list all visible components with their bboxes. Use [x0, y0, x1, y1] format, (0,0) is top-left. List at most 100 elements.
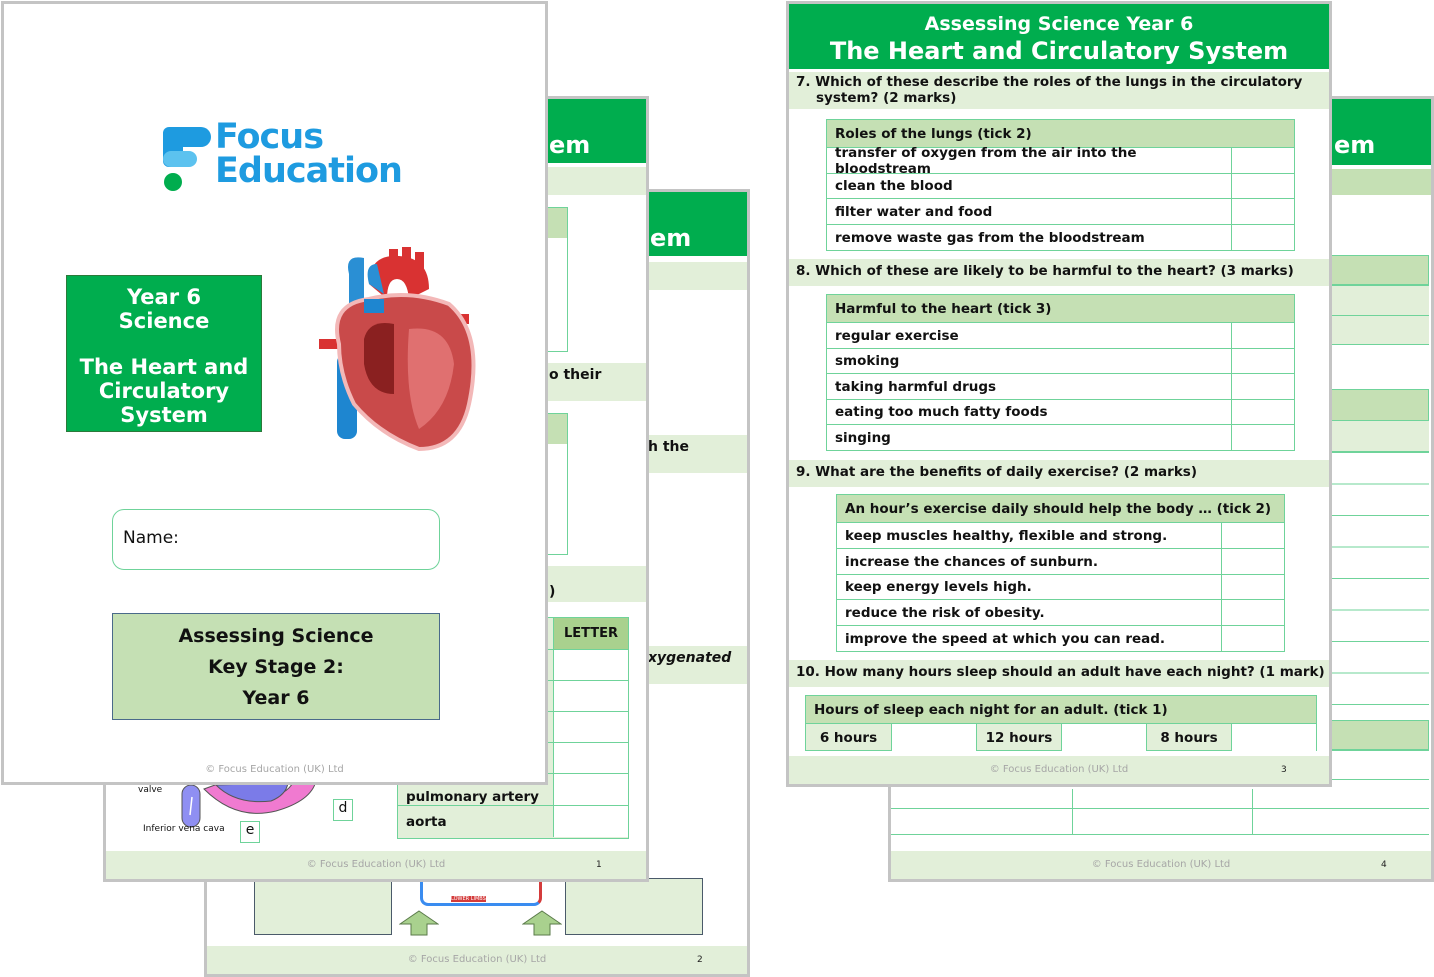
option-text: filter water and food: [835, 203, 993, 220]
spacer: [67, 333, 261, 355]
tick-box[interactable]: [1231, 724, 1316, 751]
table-row: pulmonary artery: [398, 774, 628, 806]
table-row: clean the blood: [827, 174, 1294, 199]
question-10: 10. How many hours sleep should an adult…: [789, 660, 1329, 687]
header-title: The Heart and Circulatory System: [829, 37, 1289, 65]
tick-box[interactable]: [1231, 374, 1294, 399]
tick-box[interactable]: [1221, 626, 1284, 651]
assess-line: Assessing Science: [178, 625, 374, 647]
tick-box[interactable]: [1231, 225, 1294, 250]
diagram-label: Inferior vena cava: [143, 824, 225, 834]
name-field[interactable]: Name:: [112, 509, 440, 570]
letter-input[interactable]: [553, 650, 628, 680]
tick-box[interactable]: [1061, 724, 1146, 751]
table-row: transfer of oxygen from the air into the…: [827, 144, 1294, 177]
page-number: 3: [1281, 765, 1287, 775]
option-text: singing: [835, 429, 891, 446]
cover-title-line: System: [120, 403, 208, 427]
question-fragment: h the: [648, 439, 689, 455]
heart-diagram: [181, 781, 317, 828]
cover-title-line: Circulatory: [98, 379, 230, 403]
table-divider: [1252, 789, 1253, 835]
label-box-d: d: [333, 799, 353, 821]
option-label: 8 hours: [1146, 724, 1231, 751]
table-header: Harmful to the heart (tick 3): [827, 295, 1294, 323]
brand-line: Focus: [215, 117, 324, 157]
copyright-text: © Focus Education (UK) Ltd: [1091, 859, 1231, 870]
tick-box[interactable]: [1221, 600, 1284, 625]
letter-column-header: LETTER: [553, 618, 628, 649]
option-text: smoking: [835, 353, 900, 369]
question-fragment: ): [549, 584, 556, 600]
table-row: regular exercise: [827, 323, 1294, 349]
header-fragment: em: [1334, 131, 1376, 159]
letter-input[interactable]: [553, 712, 628, 742]
option-text: keep energy levels high.: [845, 579, 1032, 595]
cover-title-line: The Heart and: [79, 355, 249, 379]
tick-box[interactable]: [1221, 549, 1284, 574]
q9-table: An hour’s exercise daily should help the…: [836, 494, 1285, 652]
letter-input[interactable]: [553, 806, 628, 837]
letter-input[interactable]: [553, 743, 628, 773]
tick-box[interactable]: [1221, 575, 1284, 599]
table-row: filter water and food: [827, 199, 1294, 225]
page-footer: © Focus Education (UK) Ltd 1: [106, 851, 646, 879]
table-row: improve the speed at which you can read.: [837, 626, 1284, 651]
letter-input[interactable]: [553, 681, 628, 711]
table-header: Roles of the lungs (tick 2): [827, 120, 1294, 148]
question-text: system? (2 marks): [816, 90, 957, 106]
page-number: 4: [1381, 860, 1387, 870]
option-text: regular exercise: [835, 327, 959, 344]
tick-box[interactable]: [1231, 148, 1294, 173]
page-footer: © Focus Education (UK) Ltd 4: [891, 851, 1431, 879]
option-label: 6 hours: [819, 729, 878, 746]
tick-box[interactable]: [1231, 400, 1294, 424]
tick-box[interactable]: [891, 724, 976, 751]
q7-table: Roles of the lungs (tick 2) transfer of …: [826, 119, 1295, 251]
table-row: aorta: [398, 806, 628, 837]
copyright-text: © Focus Education (UK) Ltd: [989, 764, 1129, 775]
label-box-e: e: [240, 821, 260, 843]
table-row: reduce the risk of obesity.: [837, 600, 1284, 626]
table-header: Hours of sleep each night for an adult. …: [806, 696, 1316, 724]
term-cell: aorta: [406, 813, 447, 830]
question-text: 7. Which of these describe the roles of …: [796, 74, 1303, 90]
name-label: Name:: [123, 528, 179, 548]
tick-box[interactable]: [1221, 523, 1284, 548]
q8-table: Harmful to the heart (tick 3) regular ex…: [826, 294, 1295, 451]
tick-box[interactable]: [1231, 349, 1294, 373]
cover-copyright: © Focus Education (UK) Ltd: [205, 764, 344, 775]
copyright-text: © Focus Education (UK) Ltd: [306, 859, 446, 870]
heart-illustration: [319, 247, 476, 452]
tick-box[interactable]: [1231, 323, 1294, 348]
tick-box[interactable]: [1231, 425, 1294, 450]
table-row: smoking: [827, 349, 1294, 374]
page-footer: © Focus Education (UK) Ltd 3: [789, 756, 1329, 784]
letter-input[interactable]: [553, 774, 628, 805]
table-divider: [1072, 789, 1073, 835]
worksheet-page-3: Assessing Science Year 6 The Heart and C…: [786, 1, 1332, 787]
question-7: 7. Which of these describe the roles of …: [789, 72, 1329, 109]
arrow-up-icon: [399, 910, 439, 936]
header-fragment: em: [650, 224, 692, 252]
option-text: transfer of oxygen from the air into the…: [835, 144, 1137, 177]
option-text: clean the blood: [835, 178, 953, 194]
page-number: 1: [596, 860, 602, 870]
option-text: reduce the risk of obesity.: [845, 604, 1045, 621]
term-cell: pulmonary artery: [406, 789, 539, 805]
arrow-up-icon: [522, 910, 562, 936]
brand-line: Education: [215, 151, 403, 191]
question-8: 8. Which of these are likely to be harmf…: [789, 259, 1329, 286]
table-row: eating too much fatty foods: [827, 400, 1294, 425]
option-text: eating too much fatty foods: [835, 404, 1048, 420]
q10-table: Hours of sleep each night for an adult. …: [805, 695, 1317, 751]
tick-box[interactable]: [1231, 174, 1294, 198]
diagram-label: valve: [138, 785, 163, 795]
option-text: improve the speed at which you can read.: [845, 630, 1166, 647]
tick-box[interactable]: [1231, 199, 1294, 224]
question-fragment: xygenated: [648, 650, 732, 666]
header-fragment: em: [549, 131, 591, 159]
